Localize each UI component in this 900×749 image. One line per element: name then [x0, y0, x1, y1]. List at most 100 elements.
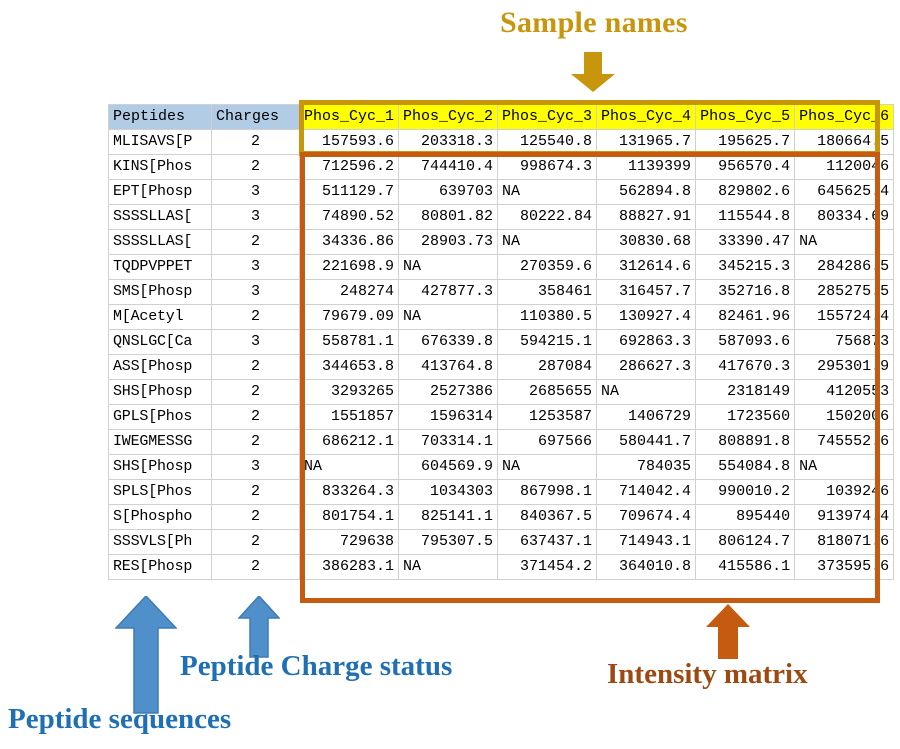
cell-intensity[interactable]: 88827.91 — [596, 204, 697, 230]
column-header-sample-4[interactable]: Phos_Cyc_4 — [596, 104, 697, 130]
cell-intensity[interactable]: 80334.69 — [794, 204, 895, 230]
cell-charge[interactable]: 2 — [211, 529, 300, 555]
cell-intensity[interactable]: NA — [794, 454, 895, 480]
cell-intensity[interactable]: 801754.1 — [298, 504, 400, 530]
cell-intensity[interactable]: 295301.9 — [794, 354, 895, 380]
cell-peptide[interactable]: S[Phospho — [108, 504, 212, 530]
cell-intensity[interactable]: 344653.8 — [298, 354, 400, 380]
cell-intensity[interactable]: 157593.6 — [298, 129, 400, 155]
cell-intensity[interactable]: 352716.8 — [695, 279, 796, 305]
cell-intensity[interactable]: 686212.1 — [298, 429, 400, 455]
cell-intensity[interactable]: 82461.96 — [695, 304, 796, 330]
cell-intensity[interactable]: 364010.8 — [596, 554, 697, 580]
cell-charge[interactable]: 3 — [211, 454, 300, 480]
cell-intensity[interactable]: 825141.1 — [398, 504, 499, 530]
cell-intensity[interactable]: NA — [497, 229, 598, 255]
cell-charge[interactable]: 2 — [211, 129, 300, 155]
cell-intensity[interactable]: 80801.82 — [398, 204, 499, 230]
cell-peptide[interactable]: SHS[Phosp — [108, 379, 212, 405]
cell-charge[interactable]: 2 — [211, 154, 300, 180]
cell-charge[interactable]: 2 — [211, 229, 300, 255]
cell-intensity[interactable]: 125540.8 — [497, 129, 598, 155]
cell-intensity[interactable]: 203318.3 — [398, 129, 499, 155]
cell-intensity[interactable]: 587093.6 — [695, 329, 796, 355]
cell-intensity[interactable]: 287084 — [497, 354, 598, 380]
cell-charge[interactable]: 2 — [211, 554, 300, 580]
cell-intensity[interactable]: NA — [497, 454, 598, 480]
cell-intensity[interactable]: 131965.7 — [596, 129, 697, 155]
cell-intensity[interactable]: 714943.1 — [596, 529, 697, 555]
cell-intensity[interactable]: NA — [298, 454, 400, 480]
cell-intensity[interactable]: 1551857 — [298, 404, 400, 430]
cell-intensity[interactable]: 284286.5 — [794, 254, 895, 280]
cell-intensity[interactable]: 80222.84 — [497, 204, 598, 230]
cell-intensity[interactable]: 130927.4 — [596, 304, 697, 330]
cell-peptide[interactable]: EPT[Phosp — [108, 179, 212, 205]
cell-intensity[interactable]: 637437.1 — [497, 529, 598, 555]
cell-intensity[interactable]: 417670.3 — [695, 354, 796, 380]
cell-peptide[interactable]: GPLS[Phos — [108, 404, 212, 430]
cell-intensity[interactable]: 155724.4 — [794, 304, 895, 330]
cell-intensity[interactable]: 33390.47 — [695, 229, 796, 255]
cell-intensity[interactable]: 729638 — [298, 529, 400, 555]
cell-intensity[interactable]: 1039246 — [794, 479, 895, 505]
cell-peptide[interactable]: RES[Phosp — [108, 554, 212, 580]
cell-peptide[interactable]: KINS[Phos — [108, 154, 212, 180]
cell-intensity[interactable]: 554084.8 — [695, 454, 796, 480]
cell-intensity[interactable]: 415586.1 — [695, 554, 796, 580]
cell-intensity[interactable]: 745552.6 — [794, 429, 895, 455]
cell-intensity[interactable]: 1596314 — [398, 404, 499, 430]
cell-intensity[interactable]: 808891.8 — [695, 429, 796, 455]
cell-intensity[interactable]: 79679.09 — [298, 304, 400, 330]
cell-intensity[interactable]: 248274 — [298, 279, 400, 305]
cell-intensity[interactable]: 413764.8 — [398, 354, 499, 380]
cell-intensity[interactable]: 913974.4 — [794, 504, 895, 530]
cell-intensity[interactable]: 697566 — [497, 429, 598, 455]
column-header-sample-2[interactable]: Phos_Cyc_2 — [398, 104, 499, 130]
cell-intensity[interactable]: 676339.8 — [398, 329, 499, 355]
cell-intensity[interactable]: 714042.4 — [596, 479, 697, 505]
cell-intensity[interactable]: 34336.86 — [298, 229, 400, 255]
cell-intensity[interactable]: 2318149 — [695, 379, 796, 405]
cell-peptide[interactable]: QNSLGC[Ca — [108, 329, 212, 355]
cell-intensity[interactable]: 594215.1 — [497, 329, 598, 355]
cell-intensity[interactable]: 829802.6 — [695, 179, 796, 205]
cell-peptide[interactable]: SSSSLLAS[ — [108, 229, 212, 255]
cell-charge[interactable]: 2 — [211, 429, 300, 455]
cell-intensity[interactable]: 639703 — [398, 179, 499, 205]
cell-intensity[interactable]: 784035 — [596, 454, 697, 480]
cell-charge[interactable]: 2 — [211, 379, 300, 405]
cell-intensity[interactable]: 4120553 — [794, 379, 895, 405]
cell-intensity[interactable]: 580441.7 — [596, 429, 697, 455]
cell-intensity[interactable]: 956570.4 — [695, 154, 796, 180]
cell-intensity[interactable]: 345215.3 — [695, 254, 796, 280]
cell-intensity[interactable]: 371454.2 — [497, 554, 598, 580]
cell-peptide[interactable]: IWEGMESSG — [108, 429, 212, 455]
cell-charge[interactable]: 3 — [211, 279, 300, 305]
cell-intensity[interactable]: 703314.1 — [398, 429, 499, 455]
cell-intensity[interactable]: 709674.4 — [596, 504, 697, 530]
cell-intensity[interactable]: 74890.52 — [298, 204, 400, 230]
cell-charge[interactable]: 2 — [211, 304, 300, 330]
cell-intensity[interactable]: 286627.3 — [596, 354, 697, 380]
cell-intensity[interactable]: 692863.3 — [596, 329, 697, 355]
cell-intensity[interactable]: 1406729 — [596, 404, 697, 430]
cell-charge[interactable]: 3 — [211, 204, 300, 230]
cell-intensity[interactable]: 1253587 — [497, 404, 598, 430]
cell-intensity[interactable]: NA — [497, 179, 598, 205]
cell-charge[interactable]: 3 — [211, 329, 300, 355]
cell-intensity[interactable]: 990010.2 — [695, 479, 796, 505]
cell-intensity[interactable]: 1723560 — [695, 404, 796, 430]
cell-intensity[interactable]: 558781.1 — [298, 329, 400, 355]
cell-intensity[interactable]: 562894.8 — [596, 179, 697, 205]
cell-intensity[interactable]: 30830.68 — [596, 229, 697, 255]
cell-peptide[interactable]: SSSVLS[Ph — [108, 529, 212, 555]
cell-intensity[interactable]: 2685655 — [497, 379, 598, 405]
cell-intensity[interactable]: NA — [794, 229, 895, 255]
cell-intensity[interactable]: 115544.8 — [695, 204, 796, 230]
column-header-sample-5[interactable]: Phos_Cyc_5 — [695, 104, 796, 130]
cell-peptide[interactable]: M[Acetyl — [108, 304, 212, 330]
cell-intensity[interactable]: 1034303 — [398, 479, 499, 505]
cell-intensity[interactable]: 1120046 — [794, 154, 895, 180]
cell-peptide[interactable]: SMS[Phosp — [108, 279, 212, 305]
